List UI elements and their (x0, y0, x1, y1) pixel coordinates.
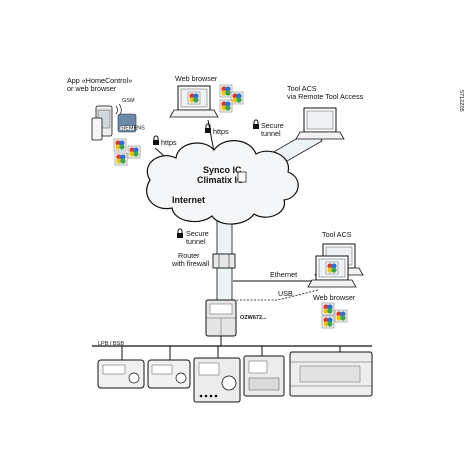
ethernet-label: Ethernet (270, 270, 297, 279)
browser-logo-icon (114, 152, 128, 166)
usb-label: USB (278, 289, 293, 298)
https-label-left: https (161, 138, 177, 147)
app-label-line2: or web browser (67, 84, 117, 93)
browser-logo-icon (187, 91, 201, 105)
secure-tunnel-mid-1: Secure (186, 229, 209, 238)
laptop-icon (295, 107, 345, 140)
cloud-service-synco: Synco IC (203, 165, 242, 175)
cloud-service-climatix: Climatix IC (197, 175, 244, 185)
router-label-2: with firewall (171, 259, 210, 268)
router-label-1: Router (178, 251, 200, 260)
lock-icon (152, 135, 160, 146)
gsm-label: GSM (122, 98, 135, 104)
browser-logo-icon (127, 145, 141, 159)
smartphone-icon (91, 105, 113, 141)
controller-device (243, 355, 285, 397)
usb-line (233, 289, 319, 301)
web-browser-right-label: Web browser (313, 293, 356, 302)
browser-logo-icon (113, 138, 127, 152)
document-id: 5712Z05 (458, 90, 464, 112)
lock-icon (252, 119, 260, 130)
room-unit-device (97, 359, 145, 389)
tool-acs-remote-label-1: Tool ACS (287, 84, 317, 93)
internet-cloud (146, 140, 299, 225)
ozw-label: OZW672... (240, 315, 267, 321)
secure-tunnel-top-2: tunnel (261, 129, 281, 138)
bus-label: LPB / BSB (98, 341, 124, 347)
tool-acs-remote-label-2: via Remote Tool Access (287, 92, 364, 101)
room-unit-device (147, 359, 191, 389)
app-label-line1: App «HomeControl» (67, 76, 132, 85)
browser-logo-icon (325, 261, 339, 275)
lock-icon (204, 123, 212, 134)
ozw-web-server-icon (205, 299, 237, 337)
lock-icon (176, 228, 184, 239)
app-tile-icon: SIEMENS (117, 113, 145, 133)
cloud-server-icon (237, 171, 247, 183)
controller-device (193, 357, 241, 403)
browser-logo-icon (321, 302, 335, 316)
brand-label: SIEMENS (120, 126, 145, 132)
web-browser-top-label: Web browser (175, 74, 218, 83)
browser-logo-icon (219, 84, 233, 98)
browser-logo-icon (321, 315, 335, 329)
browser-logo-icon (230, 91, 244, 105)
router-icon (212, 253, 236, 269)
io-module-device (289, 351, 373, 397)
browser-logo-icon (219, 99, 233, 113)
internet-label: Internet (172, 195, 205, 205)
browser-logo-icon (334, 309, 348, 323)
secure-tunnel-mid-2: tunnel (186, 237, 206, 246)
tool-acs-local-label: Tool ACS (322, 230, 352, 239)
secure-tunnel-top-1: Secure (261, 121, 284, 130)
https-label-mid: https (213, 127, 229, 136)
